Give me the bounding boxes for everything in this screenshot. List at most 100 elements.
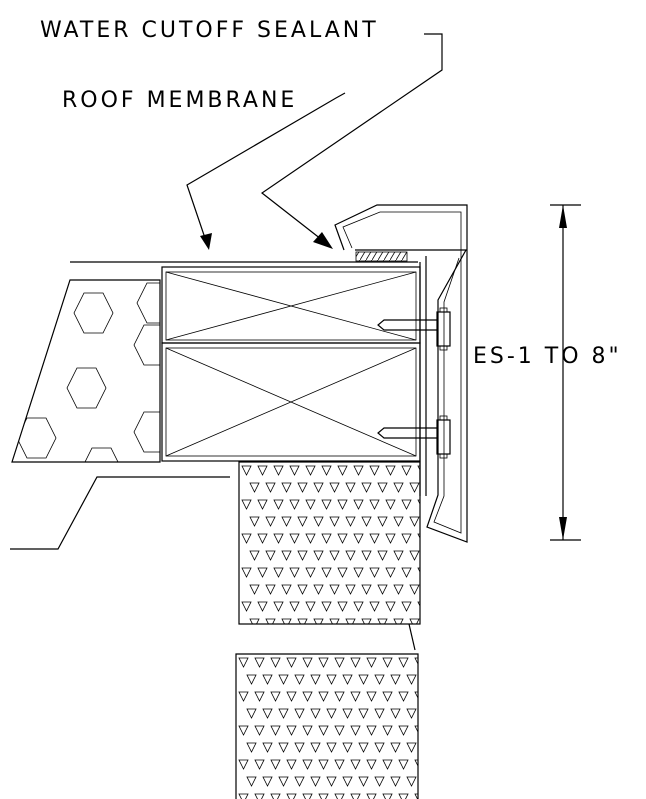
wall-pattern-mark [241, 601, 252, 612]
wall-pattern-mark [390, 674, 401, 685]
wall-pattern-mark [361, 550, 372, 561]
wall-pattern-mark [286, 725, 297, 736]
wall-pattern-mark [393, 482, 404, 493]
wall-pattern-mark [353, 465, 364, 476]
wall-pattern-mark [254, 725, 265, 736]
wall-pattern-mark [350, 793, 361, 799]
wall-pattern-mark [318, 725, 329, 736]
wall-pattern-mark [273, 465, 284, 476]
wall-pattern-mark [321, 601, 332, 612]
wall-pattern-mark [278, 674, 289, 685]
wall-pattern-mark [246, 674, 257, 685]
wall-pattern-mark [262, 708, 273, 719]
wall-pattern-mark [409, 618, 420, 624]
wall-pattern-mark [369, 499, 380, 510]
wall-pattern-mark [374, 708, 385, 719]
wall-pattern-mark [414, 759, 418, 767]
wall-pattern-mark [353, 567, 364, 578]
wall-pattern-mark [398, 759, 409, 770]
wall-pattern-mark [286, 759, 297, 770]
wall-pattern-mark [398, 793, 409, 799]
wall-pattern-mark [345, 550, 356, 561]
wall-pattern-mark [358, 742, 369, 753]
wall-pattern-mark [238, 759, 249, 770]
wall-pattern-mark [313, 618, 324, 624]
wall-pattern-mark [369, 567, 380, 578]
wall-break-line [408, 623, 416, 651]
wall-pattern-mark [321, 499, 332, 510]
wall-pattern-mark [289, 533, 300, 544]
wall-pattern-mark [326, 776, 337, 787]
wall-pattern-mark [302, 725, 313, 736]
wall-pattern-mark [398, 657, 409, 668]
wall-pattern-mark [289, 499, 300, 510]
wall-pattern-mark [321, 567, 332, 578]
wall-pattern-mark [382, 691, 393, 702]
wall-pattern-mark [337, 601, 348, 612]
wall-pattern-mark [353, 499, 364, 510]
wall-pattern-mark [265, 584, 276, 595]
wall-pattern-mark [273, 533, 284, 544]
wall-pattern-mark [366, 691, 377, 702]
wall-pattern-mark [257, 567, 268, 578]
wall-pattern-mark [329, 482, 340, 493]
wall-pattern-mark [406, 674, 417, 685]
wall-pattern-mark [313, 550, 324, 561]
wall-pattern-mark [390, 776, 401, 787]
wall-pattern-mark [297, 584, 308, 595]
wall-pattern-mark [345, 618, 356, 624]
wall-pattern-mark [345, 516, 356, 527]
wall-pattern-mark [361, 482, 372, 493]
wall-pattern-mark [385, 465, 396, 476]
wall-pattern-mark [305, 601, 316, 612]
wall-pattern-mark [382, 725, 393, 736]
wall-pattern-mark [321, 465, 332, 476]
wall-pattern-mark [318, 657, 329, 668]
wall-pattern-mark [350, 725, 361, 736]
wall-pattern-mark [361, 618, 372, 624]
wall-pattern-mark [409, 550, 420, 561]
wall-pattern-mark [305, 533, 316, 544]
wall-pattern-mark [249, 550, 260, 561]
wall-pattern-mark [337, 465, 348, 476]
wall-pattern-mark [302, 759, 313, 770]
wall-pattern-mark [273, 601, 284, 612]
water-cutoff-sealant [355, 251, 408, 262]
wall-pattern-mark [382, 759, 393, 770]
wall-pattern-mark [414, 793, 418, 799]
wall-pattern-mark [262, 742, 273, 753]
wall-pattern-mark [238, 657, 249, 668]
wall-pattern-mark [246, 742, 257, 753]
wall-pattern-mark [294, 776, 305, 787]
wall-pattern-mark [385, 567, 396, 578]
wall-pattern-mark [310, 742, 321, 753]
wall-pattern-mark [406, 776, 417, 787]
roof-membrane-label: ROOF MEMBRANE [62, 88, 297, 113]
wall-pattern-mark [241, 533, 252, 544]
wood-nailer-lower [161, 342, 421, 462]
wall-pattern-mark [350, 691, 361, 702]
wall-pattern-mark [257, 465, 268, 476]
wall-pattern-mark [406, 708, 417, 719]
wall-pattern-mark [262, 776, 273, 787]
wall-pattern-mark [377, 584, 388, 595]
wall-pattern-mark [313, 516, 324, 527]
wall-pattern-mark [369, 601, 380, 612]
wall-pattern-mark [329, 516, 340, 527]
sealant-leader [260, 33, 443, 249]
wall-pattern-mark [409, 482, 420, 493]
wall-pattern-mark [289, 567, 300, 578]
wall-pattern-mark [310, 674, 321, 685]
wall-pattern-mark [414, 691, 418, 699]
metal-edge-fascia [334, 204, 468, 543]
wall-pattern-mark [326, 708, 337, 719]
wall-pattern-mark [246, 776, 257, 787]
wall-pattern-mark [329, 584, 340, 595]
wall-pattern-mark [281, 618, 292, 624]
wall-pattern-mark [286, 793, 297, 799]
wall-pattern-mark [270, 691, 281, 702]
wall-pattern-mark [409, 516, 420, 527]
wall-pattern-mark [385, 533, 396, 544]
fastener-lower [377, 415, 451, 459]
wall-pattern-mark [270, 793, 281, 799]
